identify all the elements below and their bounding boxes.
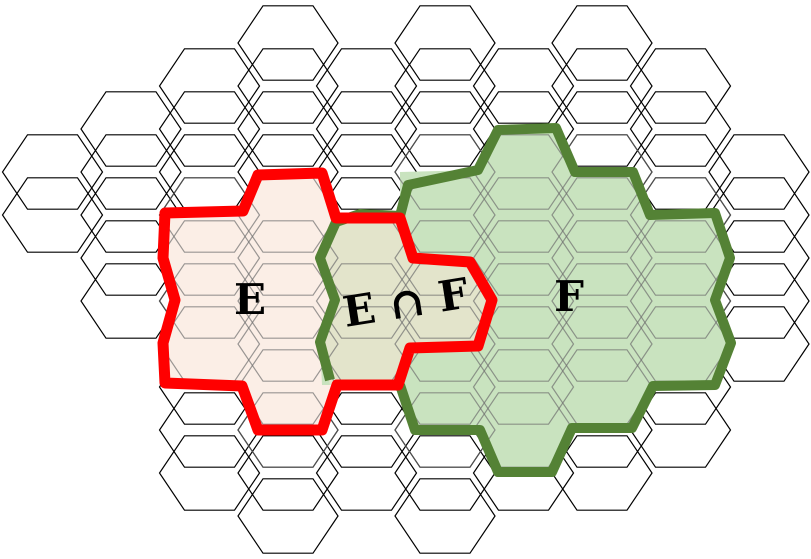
- hex-cell-inner: [551, 134, 653, 210]
- hex-cell: [1, 177, 104, 253]
- hex-cell: [237, 478, 339, 554]
- hex-cell-inner: [394, 392, 496, 468]
- hex-cell-inner: [158, 263, 261, 339]
- hex-cell-inner: [394, 306, 496, 382]
- hex-cell: [237, 435, 339, 511]
- hex-cell: [315, 48, 418, 124]
- hex-cell-inner: [315, 263, 418, 339]
- hex-cell: [708, 134, 810, 210]
- region-e-fill: [163, 173, 337, 430]
- hex-cell: [158, 392, 261, 468]
- hex-cell-inner: [629, 177, 732, 253]
- hex-cell: [80, 220, 182, 296]
- hex-cell-inner: [629, 220, 732, 296]
- hex-cell: [80, 177, 182, 253]
- hex-cell-inner: [551, 220, 653, 296]
- hex-cell: [394, 435, 496, 511]
- hex-cell-inner: [551, 263, 653, 339]
- hex-cell-inner: [237, 306, 339, 382]
- hex-cell: [237, 48, 339, 124]
- hex-cell-inner: [394, 220, 496, 296]
- hex-cell: [472, 48, 575, 124]
- hex-cell: [394, 91, 496, 167]
- region-outlines: [157, 123, 736, 477]
- hex-cell: [315, 435, 418, 511]
- hex-cell: [629, 48, 732, 124]
- hex-cell: [237, 91, 339, 167]
- hex-cell-inner: [551, 306, 653, 382]
- hex-cell-inner: [629, 263, 732, 339]
- region-f-fill: [320, 128, 731, 472]
- hex-cell: [158, 91, 261, 167]
- hex-cell: [1, 134, 104, 210]
- region-e-outline: [157, 167, 498, 436]
- hex-cell: [315, 91, 418, 167]
- hex-cell: [394, 5, 496, 81]
- hex-cell: [629, 91, 732, 167]
- region-e-label: E: [234, 275, 266, 324]
- hex-cell: [80, 134, 182, 210]
- hex-cell-inner: [394, 134, 496, 210]
- hex-cell-inner: [237, 220, 339, 296]
- hex-cell: [551, 5, 653, 81]
- hex-cell: [394, 478, 496, 554]
- hex-cell-inner: [551, 177, 653, 253]
- hex-cell-inner: [237, 392, 339, 468]
- hex-cell: [80, 91, 182, 167]
- hex-cell-inner: [237, 263, 339, 339]
- hex-cell: [551, 48, 653, 124]
- hex-cell-inner: [472, 177, 575, 253]
- hex-cell: [394, 48, 496, 124]
- hex-cell: [237, 5, 339, 81]
- hex-cell: [158, 48, 261, 124]
- hex-cell: [80, 263, 182, 339]
- hex-cell-inner: [472, 263, 575, 339]
- hex-cell-inner: [472, 349, 575, 425]
- hex-cell: [158, 435, 261, 511]
- region-f-label: F: [554, 272, 584, 321]
